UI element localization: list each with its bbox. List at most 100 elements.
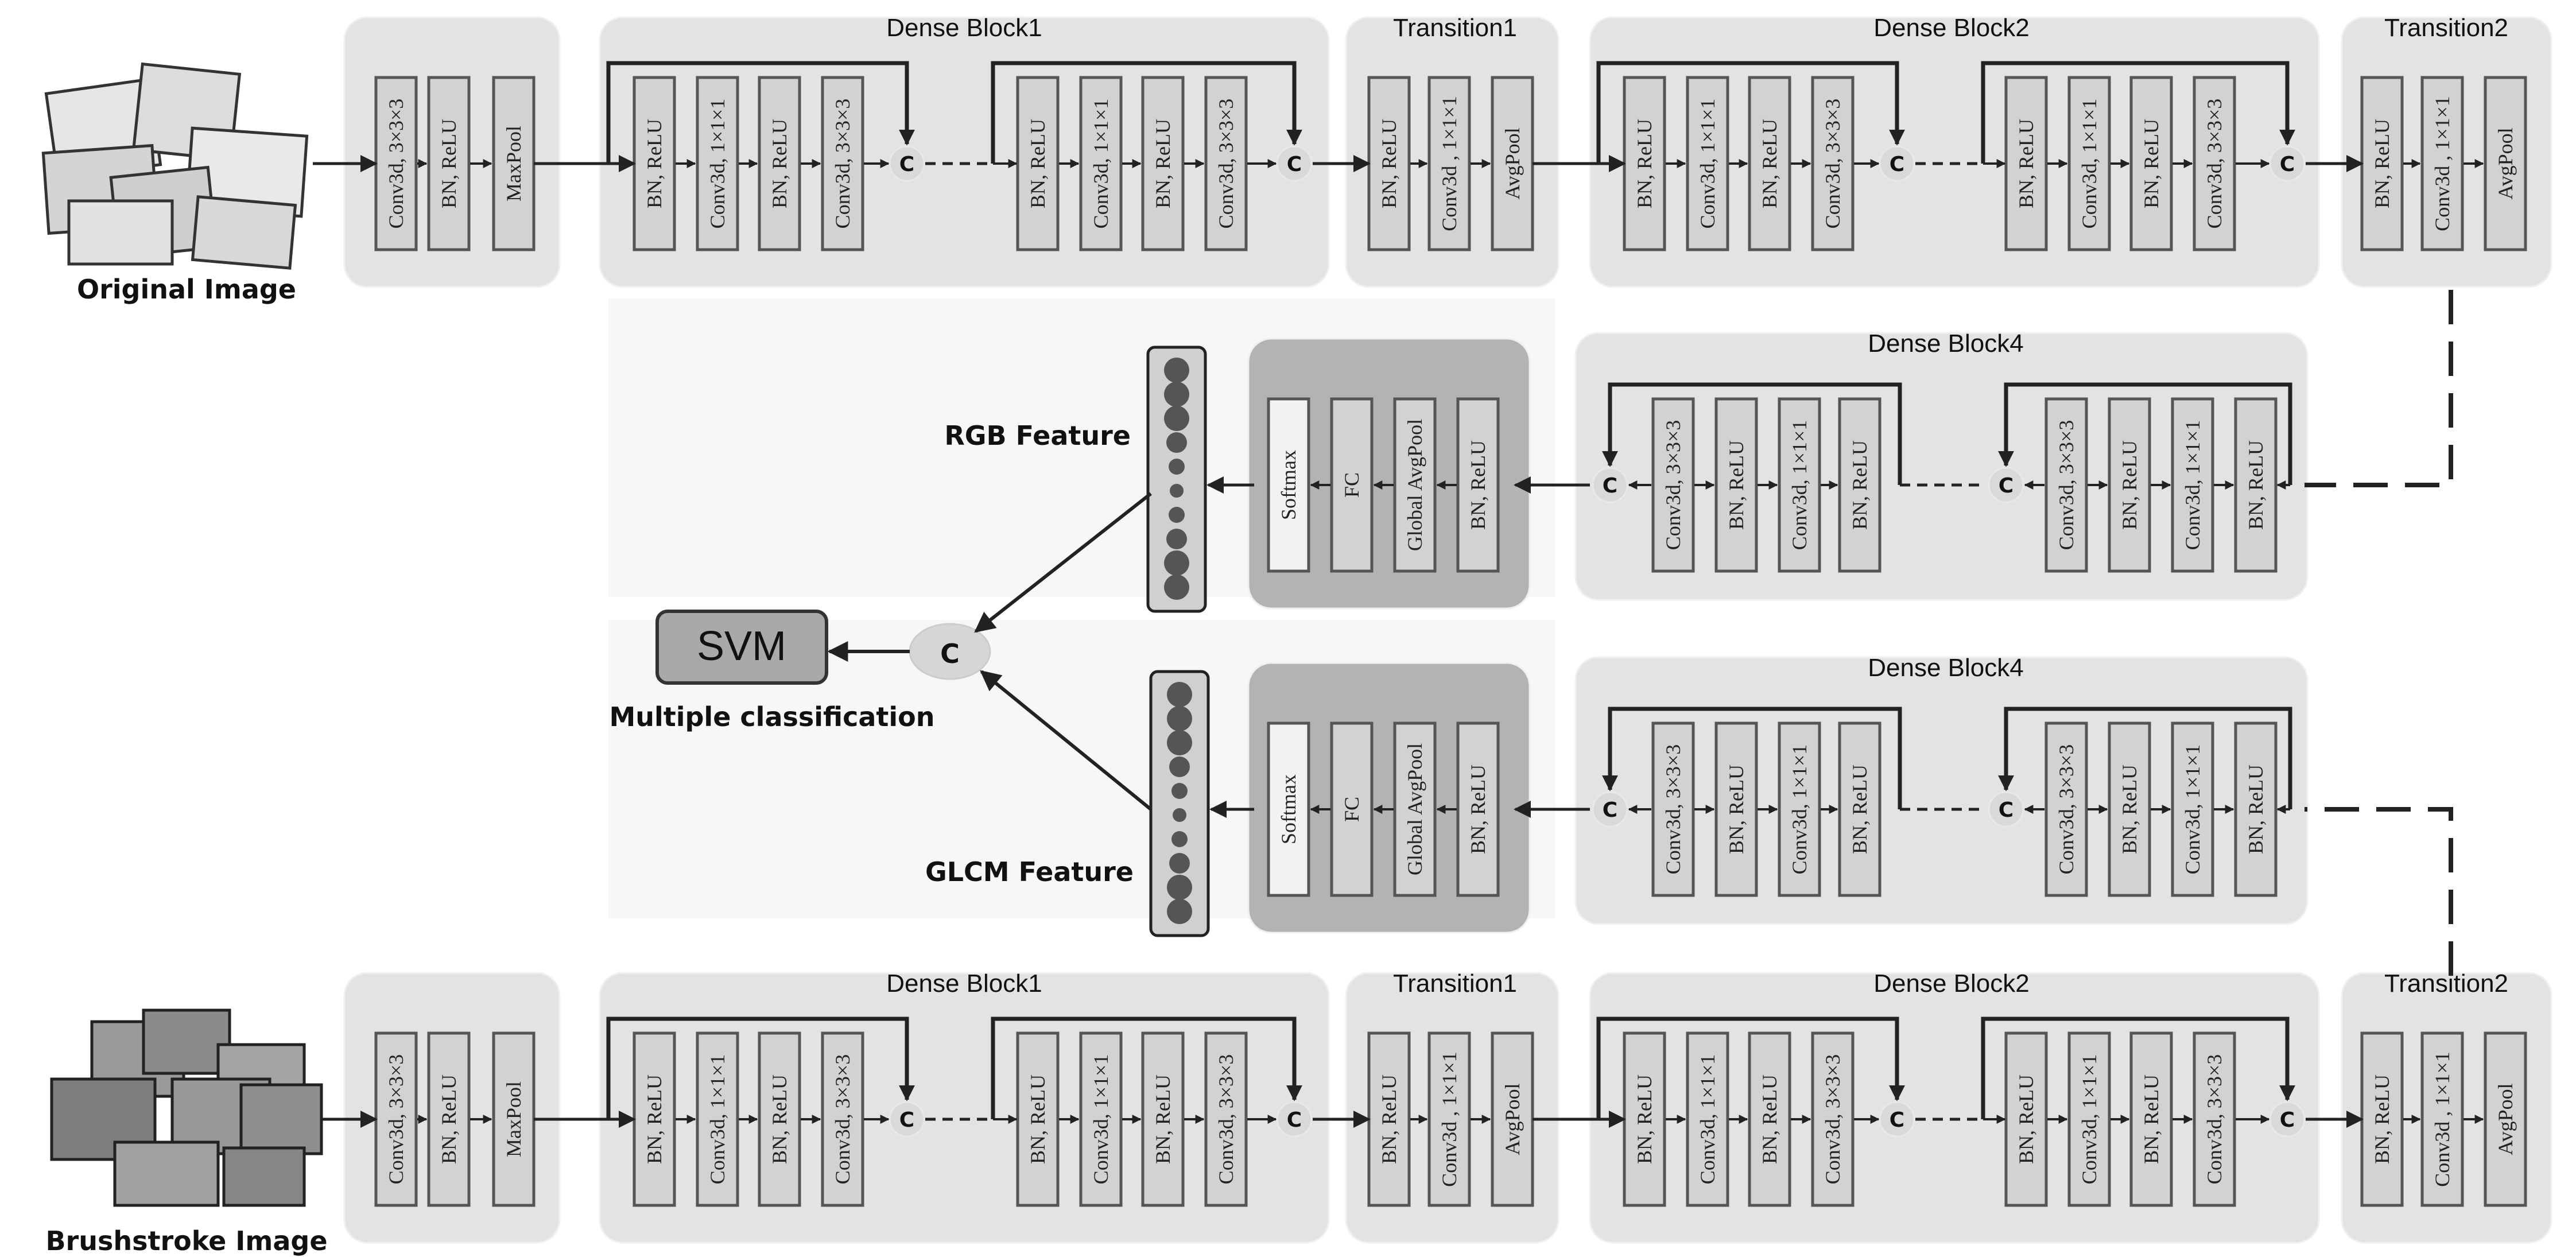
bottom-row-db1-concat2 [1276,1101,1313,1138]
glcm-branch-db4-unit1-2-box [2171,721,2214,897]
rgb-feature-neuron-6 [1169,507,1185,523]
glcm-branch-head-2-box [1393,721,1437,897]
svm-classifier-box [655,610,828,685]
bottom-row-dense-block1-title: Dense Block1 [886,969,1042,998]
top-row-t1-2: AvgPool [1501,127,1524,199]
top-row-db1-skip2 [991,61,1302,164]
glcm-feature-neuron-0 [1167,682,1192,707]
original-image-collage [41,62,309,270]
glcm-branch-db4-unit1-1-box [2108,721,2151,897]
glcm-branch-db4-concat1-symbol: C [1999,798,2014,822]
original-image-label: Original Image [77,274,296,305]
top-row-t2-1-box [2420,76,2464,251]
rgb-branch-db4-unit2-0: Conv3d, 3×3×3 [1662,420,1685,550]
rgb-branch-db4-unit1-3: BN, ReLU [2244,440,2267,530]
rgb-branch-db4-unit1-1-box [2108,397,2151,573]
top-row-db2-concat1-symbol: C [1890,153,1904,176]
bottom-row-db2-unit2-2: BN, ReLU [2140,1074,2163,1164]
rgb-feature-neuron-1 [1164,382,1189,407]
glcm-branch-head-3: BN, ReLU [1467,765,1489,854]
rgb-branch-head-1-box [1330,397,1374,573]
top-row-db2-unit1-2-box [1748,76,1791,251]
top-row-stem-2: MaxPool [502,126,525,201]
rgb-branch-head-2-box [1393,397,1437,573]
top-row-transition1-title: Transition1 [1393,14,1517,42]
transition2-to-glcm-dense4-dashed [2305,807,2453,976]
top-row-db2-unit1-0: BN, ReLU [1633,119,1656,208]
rgb-branch-head-0: Softmax [1277,450,1300,520]
rgb-branch-db4-unit2-3: BN, ReLU [1848,440,1871,530]
bottom-row-db2-unit2-1: Conv3d, 1×1×1 [2078,1054,2101,1185]
glcm-feature-neuron-5 [1173,808,1186,822]
bottom-row-stem-0-box [374,1031,418,1207]
top-row-db2-unit1-2: BN, ReLU [1758,119,1781,208]
rgb-branch-head-2: Global AvgPool [1403,419,1426,551]
top-row-db1-unit1-3-box [821,76,864,251]
bottom-row-stem-1-box [427,1031,471,1207]
top-row-db2-unit2-2-box [2129,76,2173,251]
top-row-db1-concat1-symbol: C [899,153,914,176]
glcm-branch-db4-unit1-0-box [2044,721,2088,897]
bottom-row-db2-unit1-1-box [1686,1031,1729,1207]
rgb-branch-head-1: FC [1340,472,1363,498]
svm-label: SVM [697,623,786,669]
glcm-branch-db4-unit1-1: BN, ReLU [2118,765,2141,854]
multiple-classification-label: Multiple classification [609,701,934,732]
top-row-db1-concat1 [889,145,925,182]
top-row-db1-concat2 [1276,145,1313,182]
rgb-branch-db4-unit1-0: Conv3d, 3×3×3 [2055,420,2078,550]
rgb-branch-head-3-box [1456,397,1500,573]
top-row-db1-unit1-3: Conv3d, 3×3×3 [831,99,854,229]
top-row-transition2-title: Transition2 [2384,14,2508,42]
glcm-branch-db4-concat2 [1592,791,1628,828]
bottom-row-db2-unit1-1: Conv3d, 1×1×1 [1696,1054,1719,1185]
glcm-feature-neuron-8 [1167,875,1192,900]
top-row-stem-1-box [427,76,471,251]
bottom-row-db1-unit2-3-box [1204,1031,1248,1207]
rgb-feature-neuron-3 [1166,432,1187,453]
bottom-row-db2-unit2-1-box [2067,1031,2111,1207]
top-row-t2-2: AvgPool [2494,127,2517,199]
bottom-row-db1-unit2-0: BN, ReLU [1026,1074,1049,1164]
rgb-branch-db4-unit2-1: BN, ReLU [1725,440,1748,530]
bottom-row-db1-unit1-2-box [758,1031,801,1207]
brushstroke-image-collage [50,1008,323,1207]
bottom-row-t1-2: AvgPool [1501,1083,1524,1155]
bottom-row-db1-unit2-1-box [1079,1031,1123,1207]
top-row-db1-concat2-symbol: C [1287,153,1302,176]
glcm-branch-db4-unit2-0: Conv3d, 3×3×3 [1662,744,1685,875]
rgb-feature-neuron-7 [1166,529,1187,549]
top-row-db1-unit2-0: BN, ReLU [1026,119,1049,208]
rgb-branch-db4-unit1-0-box [2044,397,2088,573]
bottom-row-t2-2-box [2484,1031,2527,1207]
rgb-branch-db4-unit1-3-box [2234,397,2278,573]
top-row-db1-unit2-2-box [1141,76,1185,251]
top-row-stem-0-box [374,76,418,251]
glcm-feature-neuron-9 [1167,899,1192,924]
rgb-branch-db4-unit1-2-box [2171,397,2214,573]
rgb-branch-db4-unit2-2-box [1778,397,1821,573]
glcm-feature-label: GLCM Feature [925,856,1134,887]
bottom-row-db2-concat2 [2269,1101,2306,1138]
top-row-t1-0-box [1367,76,1411,251]
glcm-branch-db4-unit1-3: BN, ReLU [2244,765,2267,854]
glcm-feature-neuron-7 [1169,853,1190,874]
bottom-row-db1-unit2-3: Conv3d, 3×3×3 [1215,1054,1237,1185]
top-row-db2-unit2-3-box [2193,76,2236,251]
top-row-db2-unit1-3-box [1811,76,1855,251]
top-row-db2-unit2-1-box [2067,76,2111,251]
bottom-row-dense-block2-title: Dense Block2 [1873,969,2029,998]
glcm-branch-head-1-box [1330,721,1374,897]
rgb-branch-db4-unit1-2: Conv3d, 1×1×1 [2181,420,2204,550]
top-row-t2-0-box [2360,76,2404,251]
bottom-row-t2-0: BN, ReLU [2371,1074,2393,1164]
rgb-branch-db4-concat2-symbol: C [1603,474,1617,498]
rgb-branch-db4-unit1-1: BN, ReLU [2118,440,2141,530]
brushstroke-image-label: Brushstroke Image [45,1225,327,1256]
glcm-feature-neuron-3 [1169,756,1190,777]
bottom-row-db2-unit1-2-box [1748,1031,1791,1207]
rgb-to-fusion-arrow [974,492,1152,633]
rgb-feature-neuron-0 [1164,358,1189,383]
bottom-row-db1-unit1-0: BN, ReLU [643,1074,666,1164]
